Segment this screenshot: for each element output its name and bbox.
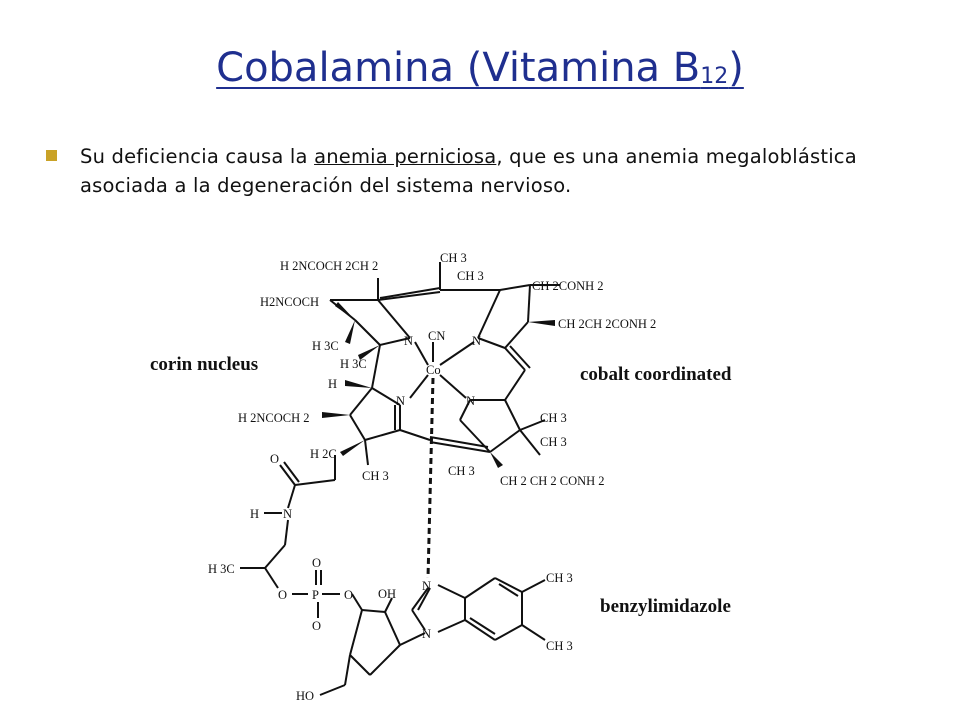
bullet-square-icon	[46, 150, 57, 161]
benzylimidazole-label: benzylimidazole	[600, 596, 731, 617]
h3c-b-label: H 3C	[340, 357, 367, 371]
ch3-r2-label: CH 3	[540, 435, 567, 449]
ch2conh2-top-label: CH 2CONH 2	[532, 279, 604, 293]
bullet-item: Su deficiencia causa la anemia pernicios…	[46, 142, 926, 200]
ch2ch2conh2-label: CH 2CH 2CONH 2	[558, 317, 656, 331]
ho-label: HO	[296, 689, 314, 703]
n1-label: N	[404, 334, 413, 348]
o-p2-label: O	[312, 556, 321, 570]
n3-label: N	[396, 394, 405, 408]
corin-nucleus-label: corin nucleus	[150, 354, 258, 375]
n2-label: N	[472, 334, 481, 348]
ch3-bz1-label: CH 3	[546, 571, 573, 585]
o-amide-label: O	[270, 452, 279, 466]
h2ncoch2ch2-label: H 2NCOCH 2CH 2	[280, 259, 378, 273]
slide-title: Cobalamina (Vitamina B12)	[0, 44, 960, 92]
ch3-r1-label: CH 3	[540, 411, 567, 425]
h-n-label: H	[250, 507, 259, 521]
h3c-a-label: H 3C	[312, 339, 339, 353]
title-subscript: 12	[700, 64, 729, 89]
bullet-text-post: , que es una anemia megaloblástica asoci…	[80, 145, 857, 197]
cn-label: CN	[428, 329, 445, 343]
phosphorus-label: P	[312, 588, 319, 602]
ch3-mid2-label: CH 3	[448, 464, 475, 478]
h2ncoch-mid-label: H 2NCOCH 2	[238, 411, 310, 425]
wedge-bonds	[322, 302, 555, 468]
h3c-c-label: H 3C	[208, 562, 235, 576]
bullet-text: Su deficiencia causa la anemia pernicios…	[80, 142, 926, 200]
o-p3-label: O	[312, 619, 321, 633]
n-bz2-label: N	[422, 627, 431, 641]
co-label: Co	[426, 363, 441, 377]
cobalt-coordinated-label: cobalt coordinated	[580, 364, 732, 385]
title-main: Cobalamina (Vitamina B	[216, 45, 701, 91]
oh-label: OH	[378, 587, 396, 601]
ch3-bz2-label: CH 3	[546, 639, 573, 653]
bond-lines	[240, 262, 560, 696]
n-amide-label: N	[283, 507, 292, 521]
cobalt-nitrogen-coordination-bond	[426, 377, 435, 579]
n-bz1-label: N	[422, 579, 431, 593]
h2ncoch-label: H2NCOCH	[260, 295, 319, 309]
ch3-top-label: CH 3	[440, 251, 467, 265]
n4-label: N	[466, 394, 475, 408]
ch3-top2-label: CH 3	[457, 269, 484, 283]
anemia-perniciosa-link[interactable]: anemia perniciosa	[314, 145, 497, 168]
o-p4-label: O	[344, 588, 353, 602]
h2c-label: H 2C	[310, 447, 337, 461]
ch2ch2conh2-b-label: CH 2 CH 2 CONH 2	[500, 474, 605, 488]
atom-labels: H 2NCOCH 2CH 2 CH 3 CH 3 CH 2CONH 2 H2NC…	[208, 251, 656, 703]
ch3-mid-label: CH 3	[362, 469, 389, 483]
o-p1-label: O	[278, 588, 287, 602]
bullet-text-pre: Su deficiencia causa la	[80, 145, 315, 168]
title-close: )	[728, 45, 744, 91]
h-left-label: H	[328, 377, 337, 391]
